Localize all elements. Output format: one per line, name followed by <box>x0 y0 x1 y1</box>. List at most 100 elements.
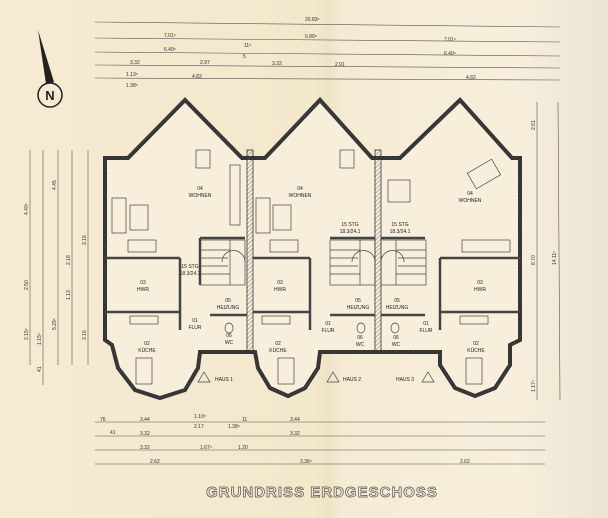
drawing-label: 3.44 <box>140 417 150 423</box>
entrance-triangle-icon <box>197 371 211 383</box>
drawing-label: 4.82 <box>192 74 202 80</box>
room-label-heizung: HEIZUNG <box>347 305 370 311</box>
room-number: 04 <box>197 186 203 192</box>
drawing-label: 5.29⁵ <box>52 318 58 330</box>
drawing-label: 2.97 <box>200 60 210 66</box>
room-label-kueche: KÜCHE <box>138 347 156 354</box>
room-label-wohnen: WOHNEN <box>459 198 482 204</box>
drawing-title: GRUNDRISS ERDGESCHOSS <box>206 484 438 501</box>
drawing-label: 6.80⁵ <box>305 34 317 40</box>
drawing-label: 05 <box>394 298 400 304</box>
drawing-label: 76 <box>100 417 106 423</box>
room-label-hwr: HWR <box>274 287 286 293</box>
room-label-heizung: HEIZUNG <box>386 305 409 311</box>
drawing-label: 03 <box>477 280 483 286</box>
house-3-rooms: 04 WOHNEN 03 HWR 15 STG 18.3/24.1 05 HEI… <box>386 191 487 383</box>
drawing-label: 11⁵ <box>244 43 251 49</box>
drawing-label: 02 <box>275 341 281 347</box>
drawing-label: 8.70 <box>531 255 537 265</box>
drawing-label: 01 <box>423 321 429 327</box>
drawing-label: 06 <box>393 335 399 341</box>
drawing-label: 02 <box>144 341 150 347</box>
drawing-label: 05 <box>225 298 231 304</box>
drawing-label: 3.32 <box>290 431 300 437</box>
drawing-label: 2.15⁵ <box>24 328 30 340</box>
drawing-label: 5 <box>243 54 246 60</box>
room-label-kueche: KÜCHE <box>467 347 485 354</box>
drawing-label: 01 <box>192 318 198 324</box>
drawing-label: 4.40⁵ <box>24 203 30 215</box>
drawing-label: 06 <box>357 335 363 341</box>
drawing-label: 1.10⁵ <box>194 414 206 420</box>
drawing-label: 3.16 <box>82 330 88 340</box>
drawing-label: 2.62 <box>150 459 160 465</box>
left-dimension-lines: 4.40⁵ 2.50 2.15⁵ 4.45 2.18 1.13 3.18 3.1… <box>24 150 89 385</box>
drawing-label: 15 STG <box>341 222 358 228</box>
room-label-flur: FLUR <box>419 328 432 334</box>
drawing-label: 1.13⁵ <box>126 72 138 78</box>
house-label: HAUS 1 <box>215 377 233 383</box>
drawing-label: 2.18 <box>66 255 72 265</box>
room-label-kueche: KÜCHE <box>269 347 287 354</box>
house-label: HAUS 2 <box>343 377 361 383</box>
room-label-heizung: HEIZUNG <box>217 305 240 311</box>
drawing-label: 3.44 <box>290 417 300 423</box>
room-label-wc: WC <box>356 342 365 348</box>
drawing-label: 15 STG <box>181 264 198 270</box>
house-label: HAUS 3 <box>396 377 414 383</box>
interior-walls <box>105 149 520 353</box>
drawing-label: 04 <box>467 191 473 197</box>
drawing-label: 04 <box>297 186 303 192</box>
drawing-label: 3.36⁵ <box>300 459 312 465</box>
drawing-label: 7.01⁵ <box>164 33 176 39</box>
house-2-rooms: 04 WOHNEN 03 HWR 15 STG 18.3/24.1 05 HEI… <box>269 186 369 383</box>
room-label-hwr: HWR <box>474 287 486 293</box>
drawing-label: 1.17⁵ <box>531 380 537 392</box>
drawing-label: 6.40⁵ <box>164 47 176 53</box>
drawing-label: 3.32 <box>272 61 282 67</box>
stair-label: 18.3/24.1 <box>180 271 201 277</box>
drawing-label: 2.91 <box>335 62 345 68</box>
drawing-label: 2.17 <box>194 424 204 430</box>
drawing-label: 1.15⁵ <box>37 333 43 345</box>
drawing-label: 02 <box>473 341 479 347</box>
drawing-label: 2.50 <box>24 280 30 290</box>
north-arrow-icon: N <box>37 30 63 108</box>
drawing-label: 4.82 <box>466 75 476 81</box>
right-dimension-lines: 2.61 8.70 1.17⁵ 14.11⁵ <box>531 101 561 401</box>
room-label-flur: FLUR <box>321 328 334 334</box>
room-label-wc: WC <box>225 340 234 346</box>
drawing-label: 11 <box>242 417 247 423</box>
drawing-label: 20.83⁵ <box>305 17 320 23</box>
drawing-label: 41 <box>37 366 43 372</box>
entrance-triangle-icon <box>326 371 340 383</box>
room-label-wc: WC <box>392 342 401 348</box>
drawing-label: 05 <box>355 298 361 304</box>
drawing-label: 06 <box>226 333 232 339</box>
drawing-label: 2.62 <box>460 459 470 465</box>
stair-label: 18.3/24.1 <box>390 229 411 235</box>
bottom-dimension-lines: 3.44 3.44 3.32 3.32 3.32 1.67⁵ 1.20 2.62… <box>95 414 545 465</box>
drawing-label: 6.40⁵ <box>444 51 456 57</box>
drawing-label: 1.38⁵ <box>228 424 240 430</box>
drawing-label: 41 <box>110 430 116 436</box>
drawing-label: 1.20 <box>238 445 248 451</box>
room-label-wohnen: WOHNEN <box>289 193 312 199</box>
drawing-label: 3.32 <box>130 60 140 66</box>
drawing-label: 4.45 <box>52 180 58 190</box>
entrance-triangle-icon <box>421 371 435 383</box>
drawing-label: 01 <box>325 321 331 327</box>
stair-label: 18.3/24.1 <box>340 229 361 235</box>
drawing-label: 2.61 <box>531 120 537 130</box>
top-dimension-lines: 20.83⁵ 7.01⁵ 6.80⁵ 7.01⁵ 6.40⁵ 6.40⁵ 3.3… <box>94 17 561 89</box>
drawing-label: 7.01⁵ <box>444 37 456 43</box>
room-label-flur: FLUR <box>188 325 201 331</box>
drawing-label: 1.67⁵ <box>200 445 212 451</box>
furniture <box>111 149 511 385</box>
drawing-label: 15 STG <box>391 222 408 228</box>
drawing-label: 1.38⁵ <box>126 83 138 89</box>
drawing-label: 03 <box>277 280 283 286</box>
drawing-label: 1.13 <box>66 290 72 300</box>
